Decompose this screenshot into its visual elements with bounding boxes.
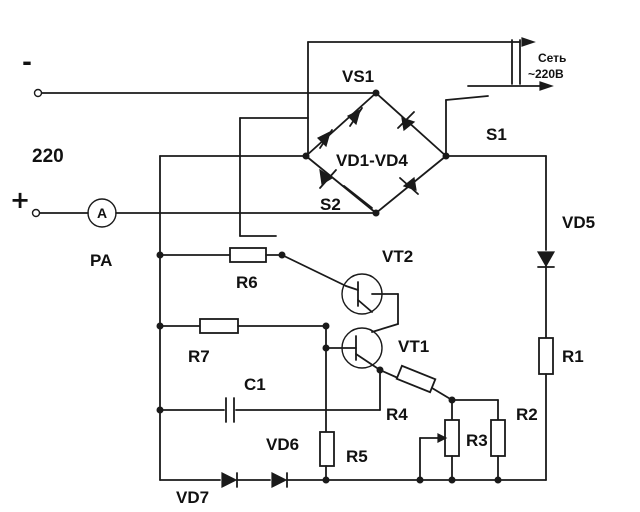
label-plus: + bbox=[10, 186, 30, 214]
mains-connector bbox=[307, 37, 554, 159]
label-voltage: 220 bbox=[32, 146, 64, 167]
label-r5: R5 bbox=[346, 447, 368, 466]
switch-s1 bbox=[445, 95, 489, 157]
label-r4: R4 bbox=[386, 405, 408, 424]
label-meter: PA bbox=[90, 251, 112, 270]
thyristor-lead bbox=[239, 117, 309, 237]
label-switch2: S2 bbox=[320, 195, 341, 214]
resistor-r4 bbox=[395, 364, 437, 394]
label-thyristor: VS1 bbox=[342, 67, 374, 86]
label-diode5: VD5 bbox=[562, 213, 595, 232]
label-r2: R2 bbox=[516, 405, 538, 424]
diode-bridge bbox=[302, 92, 450, 214]
resistor-r6 bbox=[229, 247, 267, 263]
label-minus: - bbox=[22, 48, 32, 76]
resistor-r1 bbox=[538, 337, 554, 375]
r3-r2-network bbox=[419, 399, 506, 481]
label-transistor1: VT1 bbox=[398, 337, 429, 356]
label-r6: R6 bbox=[236, 273, 258, 292]
label-transistor2: VT2 bbox=[382, 247, 413, 266]
bottom-rail bbox=[159, 472, 547, 488]
label-bridge: VD1-VD4 bbox=[336, 151, 408, 170]
left-rail bbox=[156, 155, 307, 481]
label-diode6: VD6 bbox=[266, 435, 299, 454]
r4-branch bbox=[379, 364, 456, 404]
r6-branch bbox=[159, 247, 347, 287]
input-lead-minus bbox=[33, 88, 380, 98]
switch-s2 bbox=[343, 185, 373, 209]
r5-branch bbox=[319, 325, 335, 481]
right-rail bbox=[445, 155, 556, 481]
resistor-r7 bbox=[199, 318, 239, 334]
resistor-r2 bbox=[490, 419, 506, 457]
label-mains-line2: ~220В bbox=[528, 67, 564, 81]
label-r1: R1 bbox=[562, 347, 584, 366]
c1-branch bbox=[159, 369, 381, 423]
label-r3: R3 bbox=[466, 431, 488, 450]
resistor-r5 bbox=[319, 431, 335, 467]
label-c1: C1 bbox=[244, 375, 266, 394]
label-diode7: VD7 bbox=[176, 488, 209, 507]
label-r7: R7 bbox=[188, 347, 210, 366]
label-mains-line1: Сеть bbox=[538, 51, 566, 65]
transistor-vt1 bbox=[325, 327, 384, 374]
label-meter-symbol: A bbox=[97, 205, 107, 221]
label-switch1: S1 bbox=[486, 125, 507, 144]
transistor-vt2 bbox=[341, 273, 399, 333]
r7-branch bbox=[159, 318, 330, 334]
